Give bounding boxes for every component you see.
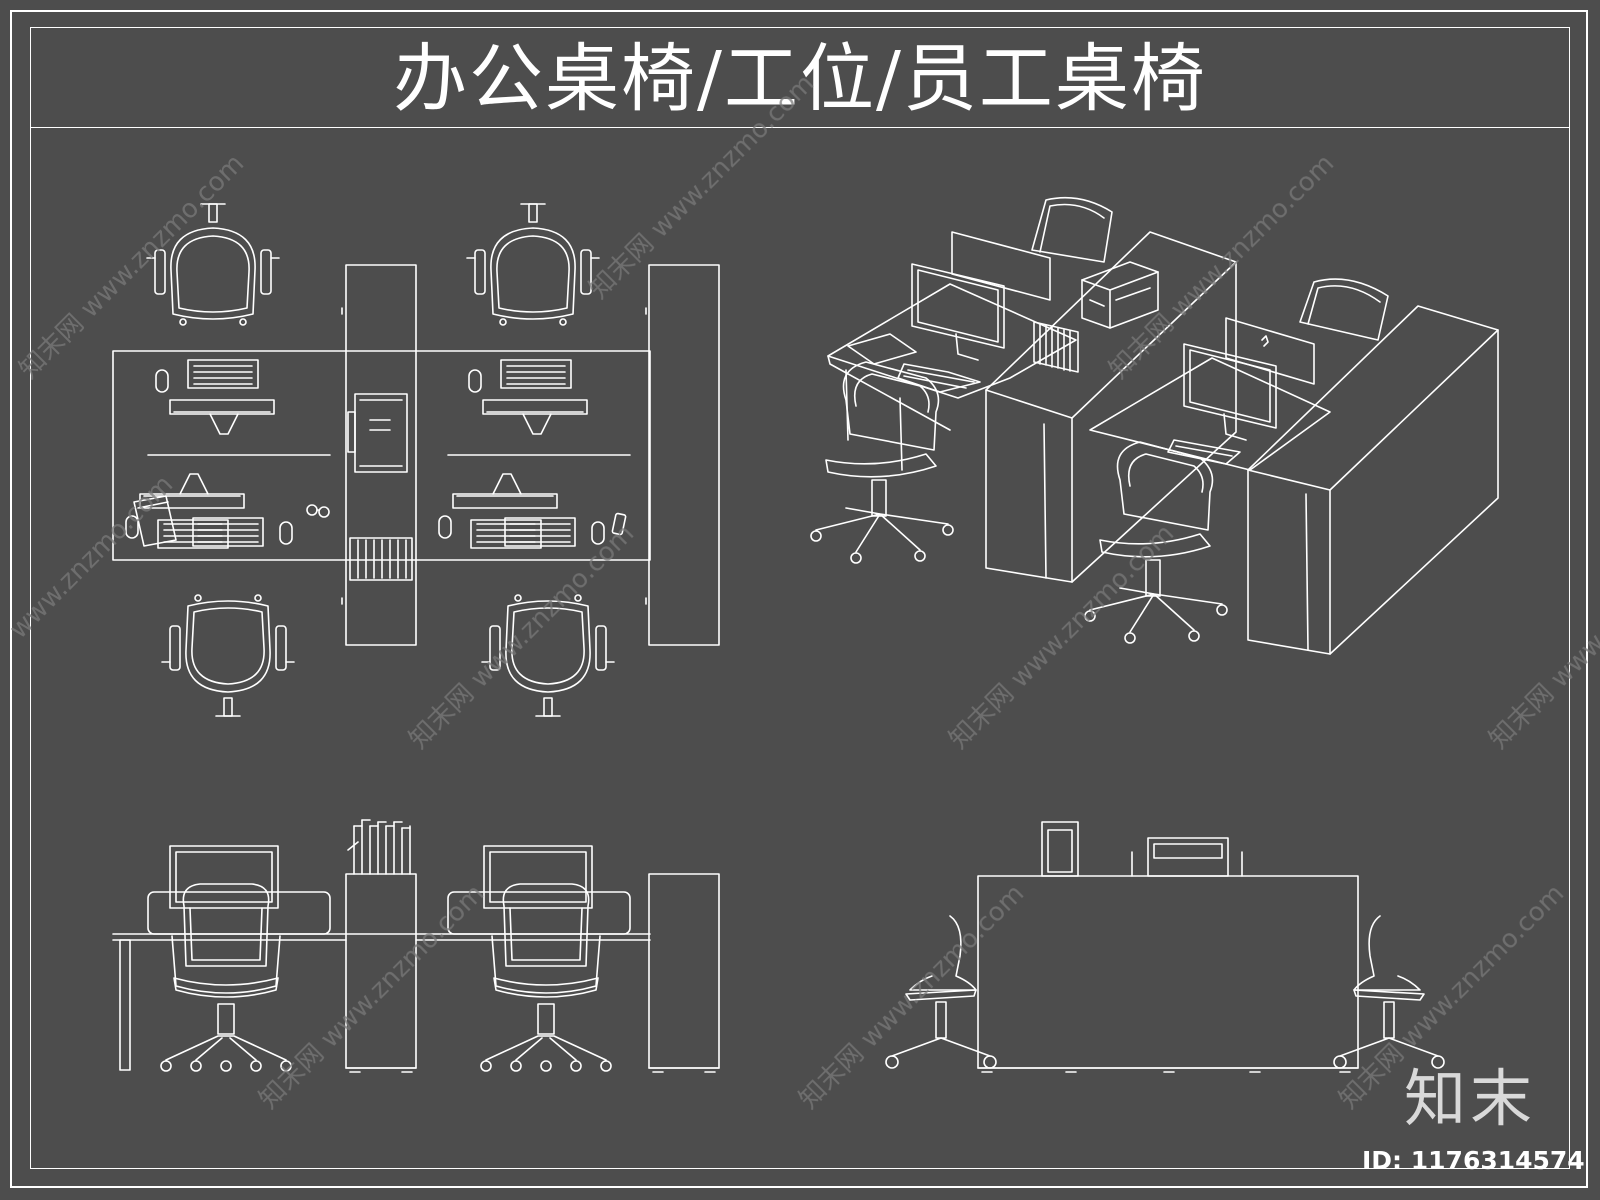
elev-partition-screen bbox=[447, 891, 631, 935]
svg-text:知末网 www.znzmo.com: 知末网 www.znzmo.com bbox=[944, 519, 1180, 755]
axo-books-icon bbox=[1033, 321, 1079, 373]
elev-chair-icon bbox=[160, 883, 292, 1072]
svg-text:知末网 www.znzmo.com: 知末网 www.znzmo.com bbox=[584, 69, 820, 305]
svg-text:知末网 www.znzmo.com: 知末网 www.znzmo.com bbox=[794, 879, 1030, 1115]
axo-chair-back-icon bbox=[1031, 196, 1389, 341]
axonometric-view bbox=[810, 196, 1499, 655]
elev-monitor-icon bbox=[169, 845, 593, 909]
plan-monitor-keyboard-icon bbox=[438, 473, 558, 549]
plan-notebook-icon bbox=[133, 495, 177, 547]
svg-text:知末网 www.znzmo.com: 知末网 www.znzmo.com bbox=[1484, 519, 1600, 755]
side-books-icon bbox=[1041, 821, 1079, 877]
axo-monitor-icon bbox=[911, 263, 1277, 441]
elev-desk-leg bbox=[119, 939, 131, 1071]
axo-center-cabinet-top bbox=[985, 231, 1237, 419]
plan-chair-icon bbox=[161, 594, 295, 717]
plan-monitor-keyboard-icon bbox=[468, 359, 588, 435]
drawing-title: 办公桌椅/工位/员工桌椅 bbox=[393, 36, 1207, 122]
side-cabinet-body bbox=[977, 875, 1359, 1069]
svg-text:知末网 www.znzmo.com: 知末网 www.znzmo.com bbox=[1104, 149, 1340, 385]
axo-keyboard-icon bbox=[897, 363, 1241, 465]
elev-chair-icon bbox=[480, 883, 612, 1072]
axo-printer-icon bbox=[1081, 261, 1159, 329]
plan-pedestal-cabinet-left bbox=[345, 264, 417, 646]
elev-books-icon bbox=[347, 819, 411, 875]
svg-text:知末网 www.znzmo.com: 知末网 www.znzmo.com bbox=[404, 519, 640, 755]
side-printer-icon bbox=[1131, 837, 1243, 877]
plan-keyboard-icon bbox=[192, 517, 605, 547]
elev-partition-screen bbox=[147, 891, 331, 935]
plan-glasses-icon bbox=[306, 504, 330, 518]
drawing-border-outer bbox=[10, 10, 1588, 1188]
drawing-border-inner bbox=[30, 27, 1570, 1169]
plan-chair-icon bbox=[466, 203, 600, 326]
axo-partition bbox=[951, 231, 1051, 301]
image-id-label: ID: 1176314574 bbox=[1362, 1146, 1585, 1175]
svg-text:知末网 www.znzmo.com: 知末网 www.znzmo.com bbox=[14, 149, 250, 385]
plan-monitor-keyboard-icon bbox=[155, 359, 275, 435]
elev-cabinet bbox=[648, 873, 720, 1069]
plan-view bbox=[112, 203, 720, 717]
plan-printer-icon bbox=[347, 393, 408, 473]
title-divider bbox=[30, 127, 1570, 128]
svg-text:知末网 www.znzmo.com: 知末网 www.znzmo.com bbox=[254, 879, 490, 1115]
watermark-pattern: 知末网 www.znzmo.com 知末网 www.znzmo.com 知末网 … bbox=[4, 69, 1600, 1115]
plan-phone-icon bbox=[611, 512, 627, 536]
axo-right-cabinet-top bbox=[1247, 305, 1499, 491]
watermark-brand-logo: 知末 bbox=[1404, 1062, 1537, 1135]
svg-text:www.znzmo.com: www.znzmo.com bbox=[4, 470, 179, 645]
plan-books-icon bbox=[349, 537, 413, 581]
axo-notebook-icon bbox=[847, 333, 917, 365]
front-elevation bbox=[112, 819, 720, 1073]
plan-pedestal-cabinet-right bbox=[648, 264, 720, 646]
side-elevation bbox=[885, 821, 1445, 1073]
